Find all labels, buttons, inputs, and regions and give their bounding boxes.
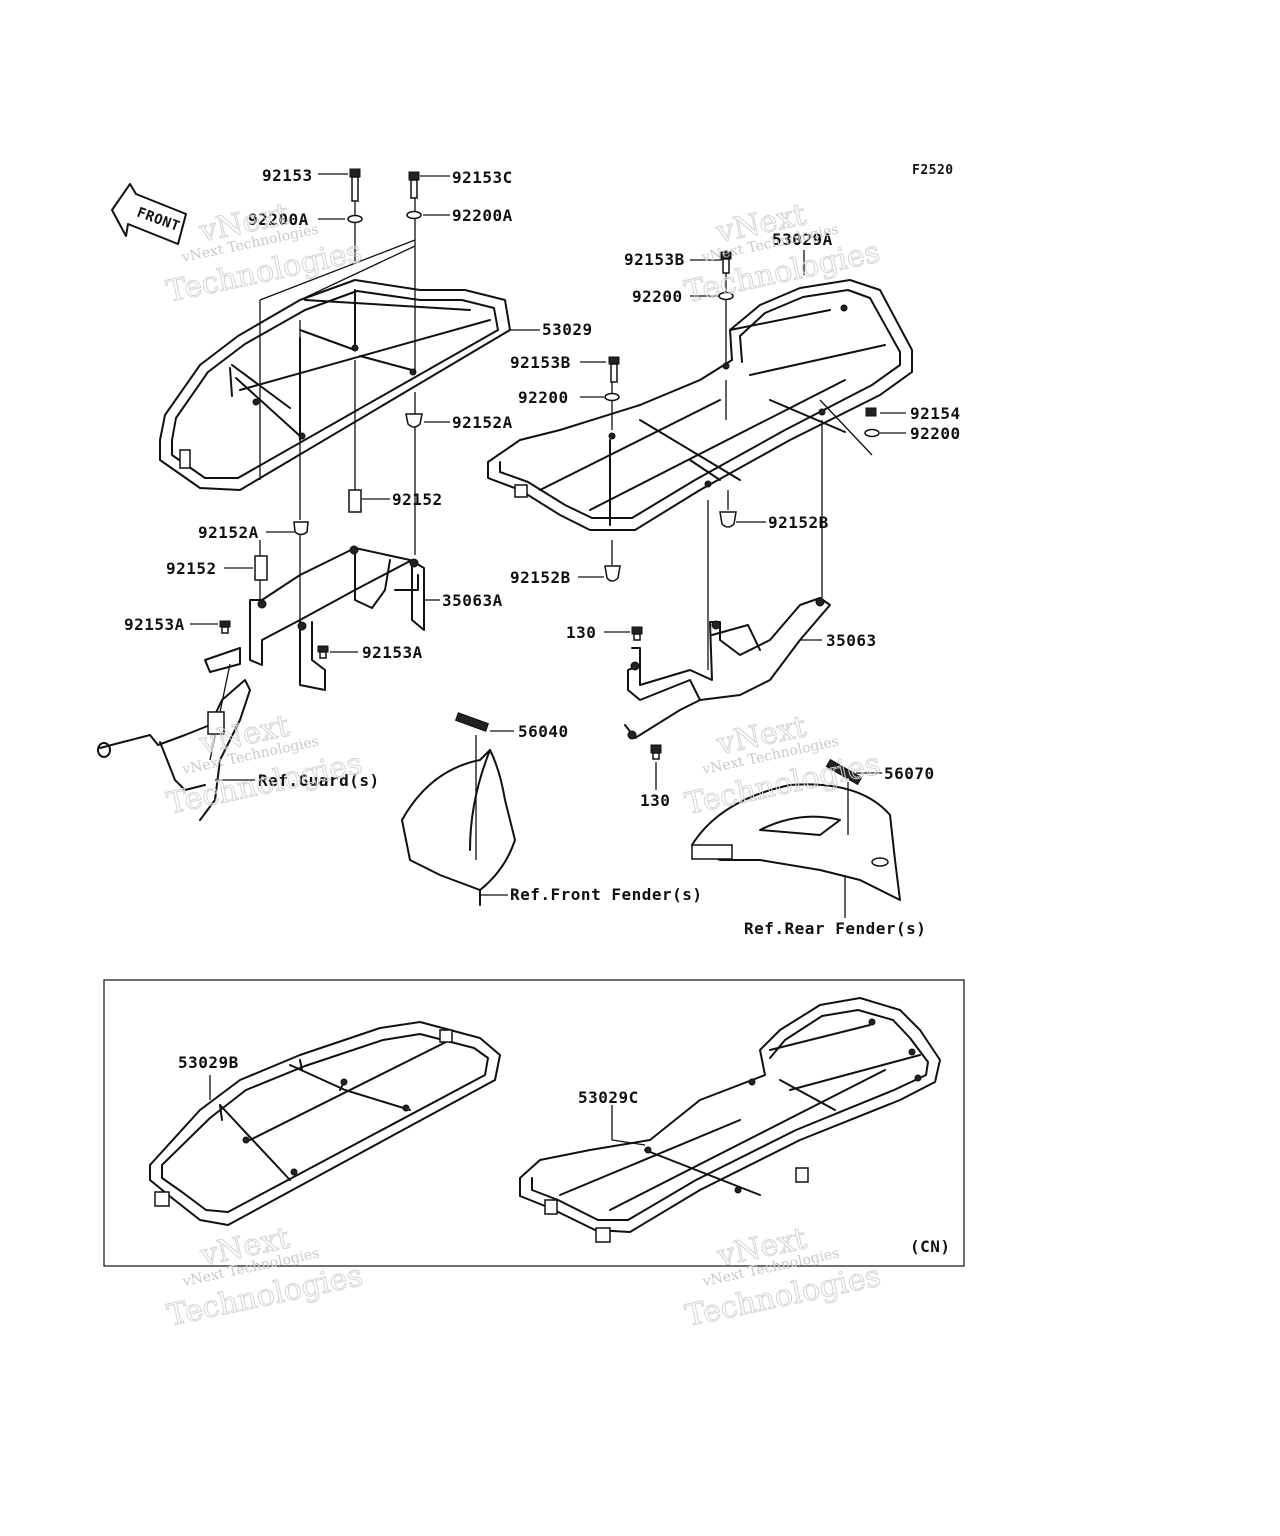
label-56040: 56040 [518, 722, 569, 741]
label-92200-top: 92200 [632, 287, 683, 306]
watermark-mid-left: vNext vNext Technologies Technologies [163, 708, 365, 822]
label-92152-left: 92152 [166, 559, 217, 578]
front-carrier-53029 [159, 279, 511, 491]
label-92153C: 92153C [452, 168, 513, 187]
label-92152A-right: 92152A [452, 413, 513, 432]
label-92200A-right: 92200A [452, 206, 513, 225]
guard-reference [97, 679, 255, 821]
label-130-bottom: 130 [640, 791, 670, 810]
carrier-53029B [149, 1021, 501, 1226]
figure-code: F2520 [912, 163, 954, 178]
part-labels: 92153 92153C 92200A 92200A 53029 92152A … [124, 166, 961, 1256]
label-92200-right: 92200 [910, 424, 961, 443]
label-92153A-right: 92153A [362, 643, 423, 662]
rear-hardware [604, 251, 880, 760]
label-92152A-left: 92152A [198, 523, 259, 542]
label-53029A: 53029A [772, 230, 833, 249]
label-92153B-top: 92153B [624, 250, 685, 269]
label-92153: 92153 [262, 166, 313, 185]
label-leaders [190, 173, 906, 790]
watermark-bottom-left: vNext vNext Technologies Technologies [164, 1220, 366, 1334]
front-arrow: FRONT [111, 183, 187, 245]
label-35063A: 35063A [442, 591, 503, 610]
watermark-mid-right: vNext vNext Technologies Technologies [681, 709, 883, 823]
label-ref-rear-fender: Ref.Rear Fender(s) [744, 919, 926, 938]
carrier-53029C [519, 997, 941, 1243]
label-ref-front-fender: Ref.Front Fender(s) [510, 885, 703, 904]
label-56070: 56070 [884, 764, 935, 783]
front-hardware [219, 168, 423, 659]
label-cn: (CN) [910, 1237, 951, 1256]
rear-fender-reference [691, 758, 901, 918]
label-35063: 35063 [826, 631, 877, 650]
front-fender-reference [401, 712, 516, 906]
cn-variant-box [103, 979, 965, 1267]
watermark-bottom-right: vNext vNext Technologies Technologies [682, 1221, 884, 1335]
label-92154: 92154 [910, 404, 961, 423]
front-bracket-35063A [204, 545, 425, 691]
label-92152-right: 92152 [392, 490, 443, 509]
label-ref-guard: Ref.Guard(s) [258, 771, 380, 790]
rear-carrier-53029A [487, 279, 913, 531]
label-130-top: 130 [566, 623, 596, 642]
label-92200A-left: 92200A [248, 210, 309, 229]
label-92152B-left: 92152B [510, 568, 571, 587]
label-92200-mid: 92200 [518, 388, 569, 407]
label-53029B: 53029B [178, 1053, 239, 1072]
label-53029C: 53029C [578, 1088, 639, 1107]
label-92153A-left: 92153A [124, 615, 185, 634]
watermark-top-left: vNext vNext Technologies Technologies [163, 196, 365, 310]
label-92153B-mid: 92153B [510, 353, 571, 372]
rear-bracket-35063 [624, 597, 831, 740]
rear-carrier-leaders [611, 250, 873, 670]
label-92152B-right: 92152B [768, 513, 829, 532]
label-53029: 53029 [542, 320, 593, 339]
